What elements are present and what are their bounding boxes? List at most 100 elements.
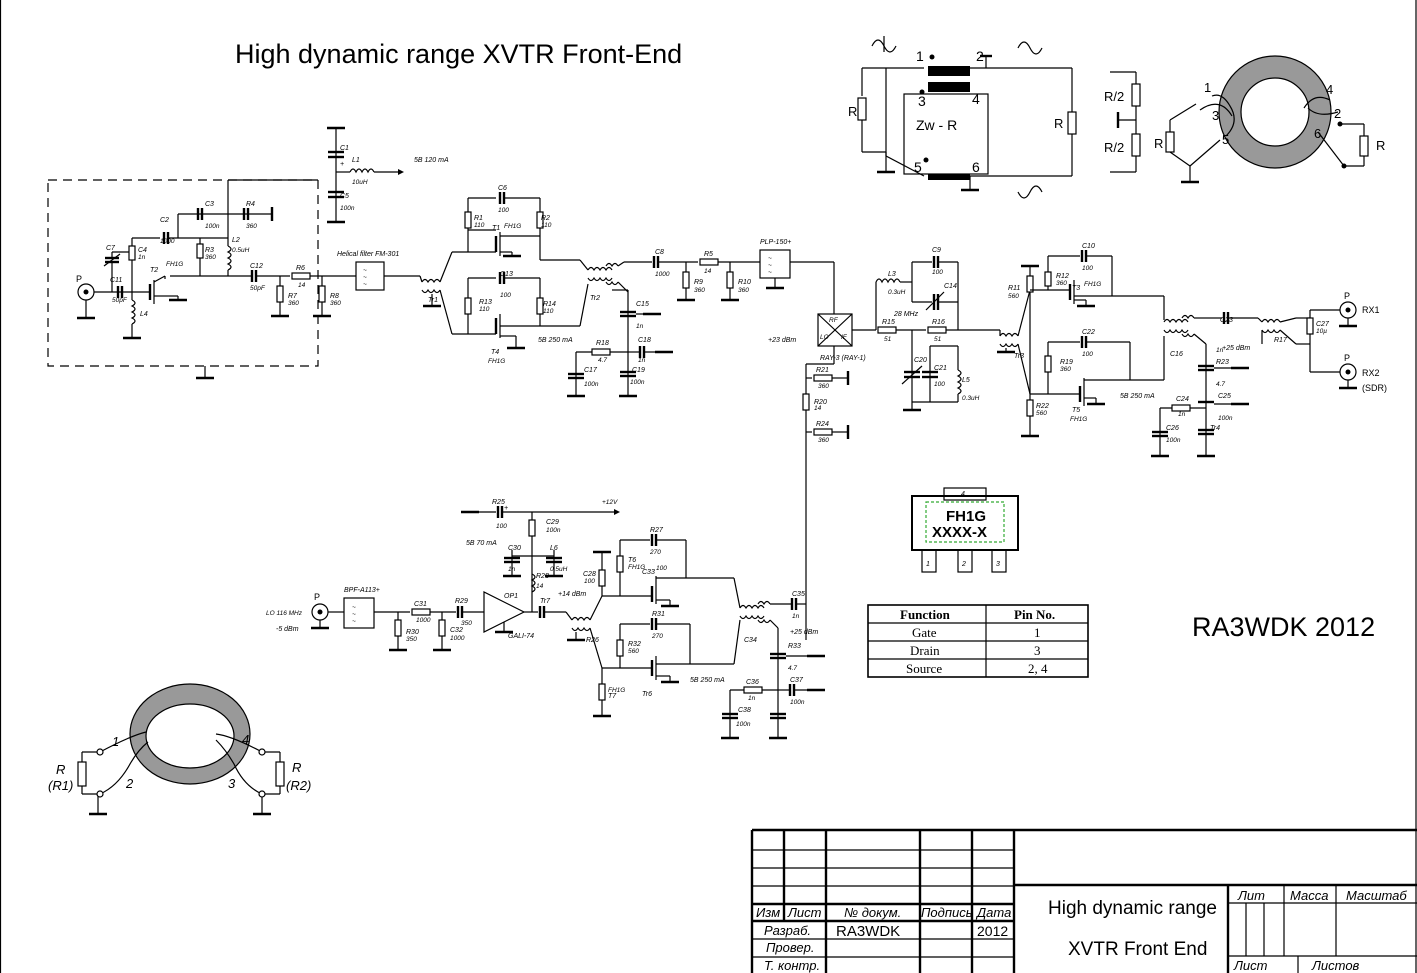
label-components-78-value: 270 — [649, 549, 661, 556]
label-components-80-ref: C33 — [642, 569, 655, 576]
label-components-51-value: 100 — [1082, 351, 1093, 358]
label-components-28-value: 14 — [704, 268, 712, 275]
label-toroid_bottom-r2: R — [292, 760, 301, 775]
label-components-24-value: 110 — [543, 308, 554, 315]
label-components-54-ref: T5 — [1072, 407, 1080, 414]
c11-cap: C11 50pF — [110, 277, 128, 304]
label-title_block-razrab: Разраб. — [764, 923, 811, 938]
label-components-76-ref: R26 — [586, 637, 599, 644]
svg-text:~: ~ — [352, 618, 356, 625]
label-components-58-value: 1n — [1216, 347, 1224, 354]
label-title_block-col_list: Лист — [787, 905, 822, 920]
label-components-83-value: FH1G — [608, 687, 625, 694]
label-ports-lo_p: P — [314, 592, 320, 602]
label-components-40-value: 100 — [932, 269, 943, 276]
input-connector: P — [75, 274, 97, 320]
label-components-4-ref: C11 — [110, 277, 122, 284]
label-toroid_top-pin5: 5 — [1222, 132, 1229, 147]
label-components-82-value: 560 — [628, 648, 639, 655]
label-components-66-ref: R25 — [492, 499, 505, 506]
label-title_block-name_line1: High dynamic range — [1048, 898, 1217, 919]
label-components-29-value: 360 — [694, 287, 705, 294]
label-components-66-value: 100 — [496, 523, 507, 530]
label-ports-input_p: P — [76, 274, 82, 284]
label-components-35-value: 100n — [630, 379, 645, 386]
label-components-25-value: FH1G — [488, 358, 505, 365]
label-components-43-value: 51 — [934, 336, 942, 343]
lo-connector: P LO 116 MHz — [266, 592, 331, 630]
label-components-67-value: 100n — [546, 527, 561, 534]
label-blocks-mixer: RAY-3 (RAY-1) — [820, 355, 866, 362]
label-components-13-ref: C12 — [250, 263, 263, 270]
t7-transistor: Tr6 — [642, 656, 734, 698]
label-components-75-ref: Tr7 — [540, 598, 551, 605]
label-components-1-ref: C5 — [340, 193, 349, 200]
label-components-37-value: 14 — [814, 405, 822, 412]
label-components-12-ref: L4 — [140, 311, 148, 318]
rx2-connector: P RX2 (SDR) — [1337, 353, 1387, 393]
label-components-90-ref: C38 — [738, 707, 751, 714]
label-components-35-ref: C19 — [632, 367, 645, 374]
label-components-61-ref: C25 — [1218, 393, 1231, 400]
toroid-transformer-top: 1 2 3 4 5 6 R R — [1154, 55, 1385, 184]
page-title: High dynamic range XVTR Front-End — [235, 39, 682, 69]
label-toroid_top-r_right: R — [1376, 138, 1385, 153]
label-blocks-bpf: BPF-A113+ — [344, 587, 380, 594]
label-components-48-ref: C10 — [1082, 243, 1095, 250]
pin-function-table: Function Pin No. Gate 1 Drain 3 Source 2… — [867, 604, 1089, 678]
label-components-46-value: 0.3uH — [962, 395, 980, 402]
label-components-15-value: 360 — [288, 300, 299, 307]
label-title_block-col_doc: № докум. — [844, 905, 901, 920]
label-ports-rx2_p: P — [1344, 353, 1350, 363]
level-plus25-lo: +25 dBm — [790, 629, 818, 636]
label-components-2-ref: L1 — [352, 157, 360, 164]
lowpass-filter-plp: ~~~ PLP-150+ — [759, 239, 791, 290]
label-toroid_bottom-r2_sub: (R2) — [286, 778, 311, 793]
label-toroid_bottom-pin1: 1 — [112, 734, 119, 749]
supply-label-70: 5В 70 mA — [466, 540, 497, 547]
label-components-1-value: 100n — [340, 205, 355, 212]
label-components-61-value: 100n — [1218, 415, 1233, 422]
title-block: Изм Лист № докум. Подпись Дата Разраб. R… — [750, 828, 1417, 973]
label-components-71-ref: C31 — [414, 601, 427, 608]
label-components-16-value: 360 — [330, 300, 341, 307]
label-components-22-ref: C13 — [500, 271, 513, 278]
label-components-68-ref: C30 — [508, 545, 521, 552]
label-components-52-value: 360 — [1060, 366, 1071, 373]
label-components-85-ref: C34 — [744, 637, 757, 644]
label-components-87-value: 4.7 — [788, 665, 797, 672]
label-components-4-value: 50pF — [112, 297, 128, 304]
label-components-79-ref: T6 — [628, 557, 636, 564]
label-components-87-ref: R33 — [788, 643, 801, 650]
label-components-74-ref: C32 — [450, 627, 463, 634]
label-components-5-ref: C2 — [160, 217, 169, 224]
label-components-80-value: 100 — [656, 565, 667, 572]
label-package-pin3: 3 — [996, 561, 1000, 568]
label-components-30-value: 360 — [738, 287, 749, 294]
label-components-2-value: 10uH — [352, 179, 368, 186]
label-pin_table-rows-1-1: 3 — [1034, 643, 1041, 658]
label-components-31-value: 1n — [636, 323, 644, 330]
label-components-20-value: 110 — [541, 222, 552, 229]
label-components-86-value: 1n — [792, 613, 800, 620]
label-components-62-ref: C26 — [1166, 425, 1179, 432]
label-components-54-value: FH1G — [1070, 416, 1087, 423]
label-components-53-value: 560 — [1036, 410, 1047, 417]
t2-transistor: T2 FH1G — [148, 261, 189, 304]
label-pin_table-rows-0-1: 1 — [1034, 625, 1041, 640]
label-components-23-value: 110 — [479, 306, 490, 313]
label-components-27-value: 1000 — [655, 271, 670, 278]
label-components-72-value: 350 — [461, 620, 472, 627]
label-components-82-ref: R32 — [628, 641, 641, 648]
label-components-25-ref: T4 — [491, 349, 499, 356]
label-components-47-value: 560 — [1008, 293, 1019, 300]
label-components-42-ref: R15 — [882, 319, 895, 326]
label-components-16-ref: R8 — [330, 293, 339, 300]
label-blocks-mixer_lo: LO — [820, 334, 829, 341]
label-components-10-value: 0.5uH — [232, 247, 250, 254]
level-minus5: -5 dBm — [276, 626, 299, 633]
label-components-88-ref: C36 — [746, 679, 759, 686]
label-components-15-ref: R7 — [288, 293, 298, 300]
label-components-33-ref: C18 — [638, 337, 651, 344]
tr1-transformer: Tr1 — [419, 251, 453, 335]
